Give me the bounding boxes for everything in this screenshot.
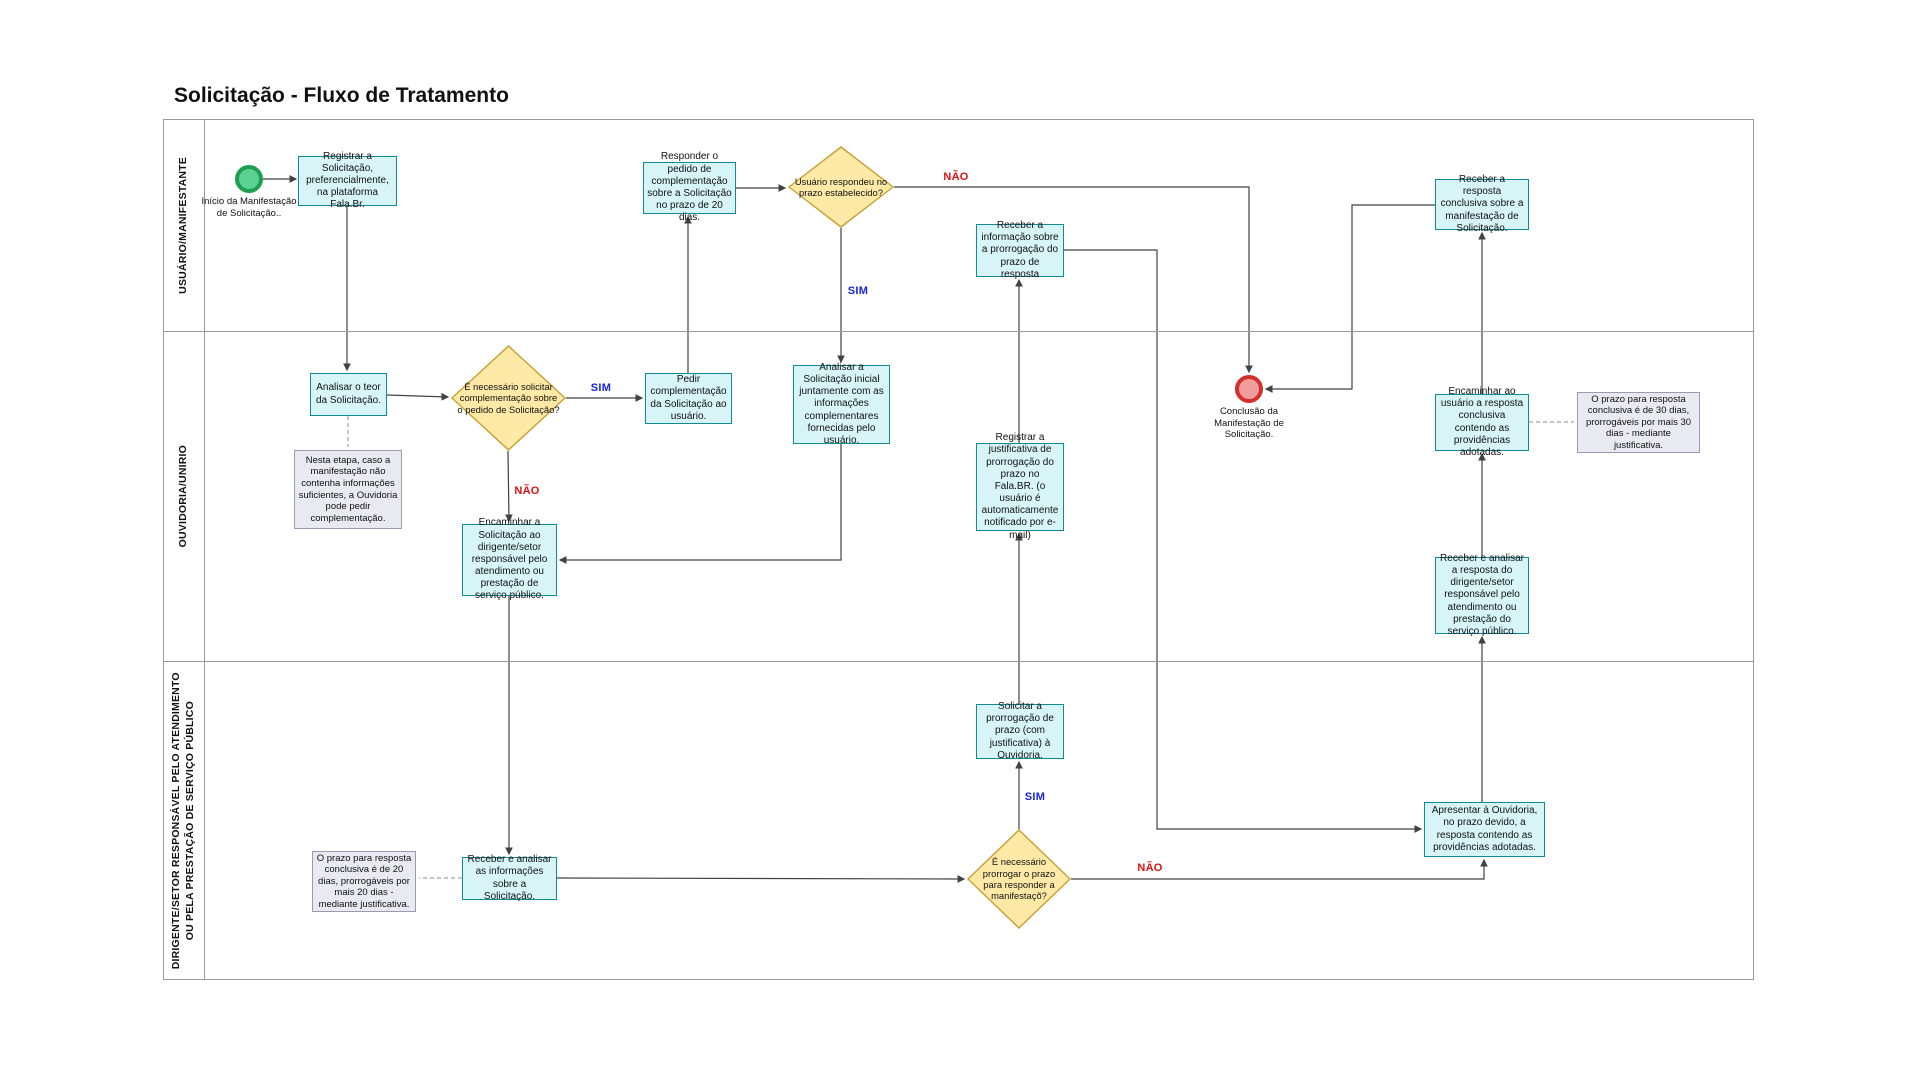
label-sim-respondeu: SIM <box>847 285 869 297</box>
task-encaminhar-resposta-usuario-text: Encaminhar ao usuário a resposta conclus… <box>1440 385 1524 458</box>
lane-usuario: USUÁRIO/MANIFESTANTE <box>163 119 1754 331</box>
diagram-title: Solicitação - Fluxo de Tratamento <box>174 84 509 107</box>
task-analisar-teor-text: Analisar o teor da Solicitação. <box>315 382 382 406</box>
label-nao-prorrogar: NÃO <box>1137 862 1163 874</box>
task-encaminhar-solicitacao-text: Encaminhar a Solicitação ao dirigente/se… <box>471 517 548 602</box>
task-encaminhar-resposta-usuario: Encaminhar ao usuário a resposta conclus… <box>1435 385 1529 458</box>
gateway-necessario-complementacao: É necessário solicitar complementação so… <box>451 345 566 451</box>
start-event-circle <box>235 165 263 193</box>
note-prazo-30-dias-text: O prazo para resposta conclusiva é de 30… <box>1585 393 1692 451</box>
task-pedir-complementacao: Pedir complementação da Solicitação ao u… <box>645 373 732 424</box>
label-nao-respondeu: NÃO <box>943 171 969 183</box>
task-encaminhar-solicitacao: Encaminhar a Solicitação ao dirigente/se… <box>462 517 557 602</box>
task-registrar-justificativa: Registrar a justificativa de prorrogação… <box>976 432 1064 541</box>
note-complementacao-text: Nesta etapa, caso a manifestação não con… <box>298 454 398 524</box>
task-analisar-solicitacao-inicial: Analisar a Solicitação inicial juntament… <box>793 361 890 446</box>
task-receber-resposta-conclusiva: Receber a resposta conclusiva sobre a ma… <box>1435 174 1529 234</box>
end-event-caption: Conclusão da Manifestação de Solicitação… <box>1214 406 1284 441</box>
task-registrar-solicitacao: Registrar a Solicitação, preferencialmen… <box>298 150 397 211</box>
lane-label-text-usuario: USUÁRIO/MANIFESTANTE <box>177 156 190 294</box>
swimlane-frame <box>163 119 1754 980</box>
task-apresentar-ouvidoria-text: Apresentar à Ouvidoria, no prazo devido,… <box>1431 805 1538 853</box>
gateway-usuario-respondeu: Usuário respondeu no prazo estabelecido? <box>788 146 894 228</box>
task-pedir-complementacao-text: Pedir complementação da Solicitação ao u… <box>650 374 727 422</box>
lane-label-ouvidoria: OUVIDORIA/UNIRIO <box>163 332 205 661</box>
end-event-circle <box>1235 375 1263 403</box>
lane-ouvidoria: OUVIDORIA/UNIRIO <box>163 331 1754 661</box>
task-receber-analisar-resposta-text: Receber e analisar a resposta do dirigen… <box>1440 552 1524 637</box>
task-receber-analisar-resposta: Receber e analisar a resposta do dirigen… <box>1435 552 1529 637</box>
note-prazo-30-dias: O prazo para resposta conclusiva é de 30… <box>1577 392 1700 453</box>
lane-dirigente: DIRIGENTE/SETOR RESPONSÁVEL PELO ATENDIM… <box>163 661 1754 980</box>
lane-label-text-dirigente: DIRIGENTE/SETOR RESPONSÁVEL PELO ATENDIM… <box>170 672 197 970</box>
task-receber-analisar-informacoes-text: Receber e analisar as informações sobre … <box>467 854 552 902</box>
task-receber-analisar-informacoes: Receber e analisar as informações sobre … <box>462 854 557 902</box>
end-event: Conclusão da Manifestação de Solicitação… <box>1214 375 1284 440</box>
note-prazo-20-dias-text: O prazo para resposta conclusiva é de 20… <box>316 852 412 910</box>
task-analisar-solicitacao-inicial-text: Analisar a Solicitação inicial juntament… <box>799 361 884 446</box>
task-responder-complementacao: Responder o pedido de complementação sob… <box>643 151 736 224</box>
task-registrar-solicitacao-text: Registrar a Solicitação, preferencialmen… <box>306 150 389 211</box>
task-analisar-teor: Analisar o teor da Solicitação. <box>310 373 387 416</box>
task-receber-info-prorrogacao: Receber a informação sobre a prorrogação… <box>976 220 1064 280</box>
task-receber-resposta-conclusiva-text: Receber a resposta conclusiva sobre a ma… <box>1440 174 1524 234</box>
gateway-necessario-prorrogar: É necessário prorrogar o prazo para resp… <box>967 829 1071 929</box>
gateway-necessario-complementacao-text: É necessário solicitar complementação so… <box>457 380 560 415</box>
task-solicitar-prorrogacao-text: Solicitar a prorrogação de prazo (com ju… <box>986 701 1054 761</box>
lane-label-usuario: USUÁRIO/MANIFESTANTE <box>163 119 205 331</box>
start-event: Início da Manifestação de Solicitação.. <box>201 165 297 219</box>
note-complementacao: Nesta etapa, caso a manifestação não con… <box>294 450 402 529</box>
label-sim-complementacao: SIM <box>590 382 612 394</box>
lane-label-dirigente: DIRIGENTE/SETOR RESPONSÁVEL PELO ATENDIM… <box>163 662 205 980</box>
task-receber-info-prorrogacao-text: Receber a informação sobre a prorrogação… <box>981 220 1059 280</box>
start-event-caption: Início da Manifestação de Solicitação.. <box>201 196 297 219</box>
label-nao-complementacao: NÃO <box>514 485 540 497</box>
lane-label-text-ouvidoria: OUVIDORIA/UNIRIO <box>177 445 190 548</box>
task-solicitar-prorrogacao: Solicitar a prorrogação de prazo (com ju… <box>976 701 1064 761</box>
label-sim-prorrogar: SIM <box>1024 791 1046 803</box>
note-prazo-20-dias: O prazo para resposta conclusiva é de 20… <box>312 851 416 912</box>
task-apresentar-ouvidoria: Apresentar à Ouvidoria, no prazo devido,… <box>1424 802 1545 857</box>
task-responder-complementacao-text: Responder o pedido de complementação sob… <box>647 151 732 224</box>
gateway-usuario-respondeu-text: Usuário respondeu no prazo estabelecido? <box>794 175 888 198</box>
gateway-necessario-prorrogar-text: É necessário prorrogar o prazo para resp… <box>982 856 1056 902</box>
task-registrar-justificativa-text: Registrar a justificativa de prorrogação… <box>981 432 1059 541</box>
